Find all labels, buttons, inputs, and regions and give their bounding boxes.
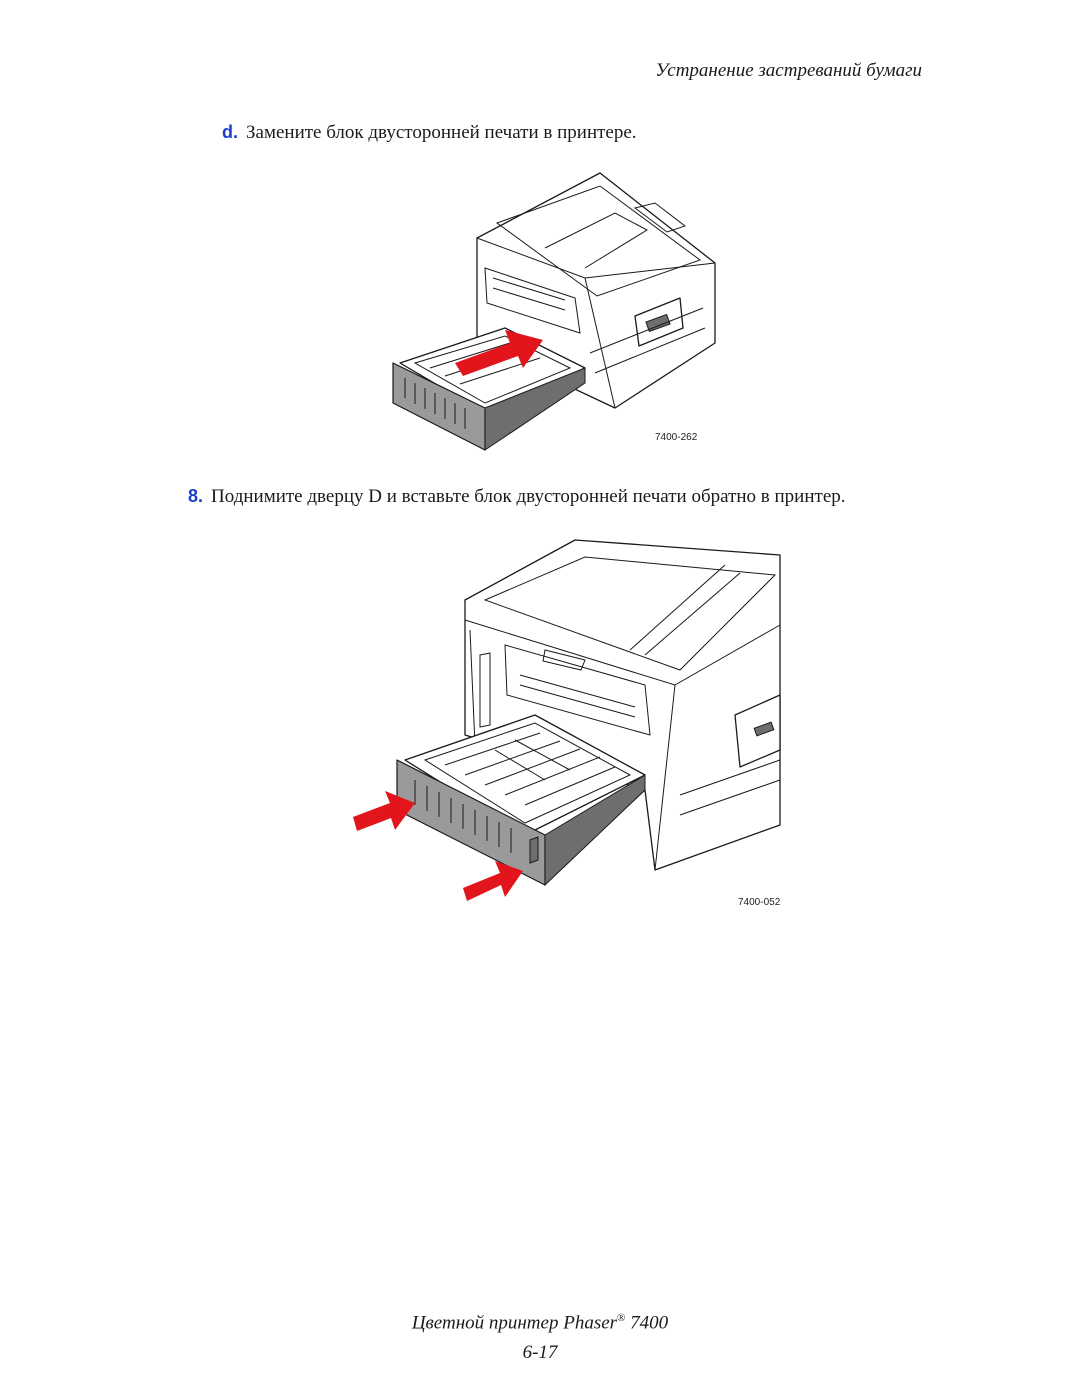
figure-duplex-unit-illustration: 7400-262 — [385, 168, 725, 458]
step-8: 8. Поднимите дверцу D и вставьте блок дву… — [188, 486, 846, 508]
step-marker: d. — [222, 122, 238, 142]
step-text: Замените блок двусторонней печати в прин… — [246, 122, 637, 143]
step-marker: 8. — [188, 486, 204, 506]
section-title: Устранение застреваний бумаги — [655, 60, 922, 81]
footer-model: 7400 — [630, 1312, 669, 1334]
footer-title: Цветной принтер Phaser® 7400 — [0, 1312, 1080, 1334]
printer-duplex-insert-illustration-icon — [353, 539, 781, 901]
registered-mark: ® — [617, 1312, 626, 1324]
figure-duplex-insert-illustration: 7400-052 — [345, 535, 785, 910]
figure-code: 7400-262 — [655, 432, 698, 443]
footer-product: Цветной принтер Phaser — [411, 1312, 618, 1334]
figure-code: 7400-052 — [738, 897, 781, 908]
step-text: Поднимите дверцу D и вставьте блок двуст… — [211, 486, 846, 507]
printer-duplex-unit-illustration-icon — [392, 172, 716, 451]
page-number: 6-17 — [522, 1342, 558, 1363]
step-d: d. Замените блок двусторонней печати в пр… — [222, 122, 637, 144]
